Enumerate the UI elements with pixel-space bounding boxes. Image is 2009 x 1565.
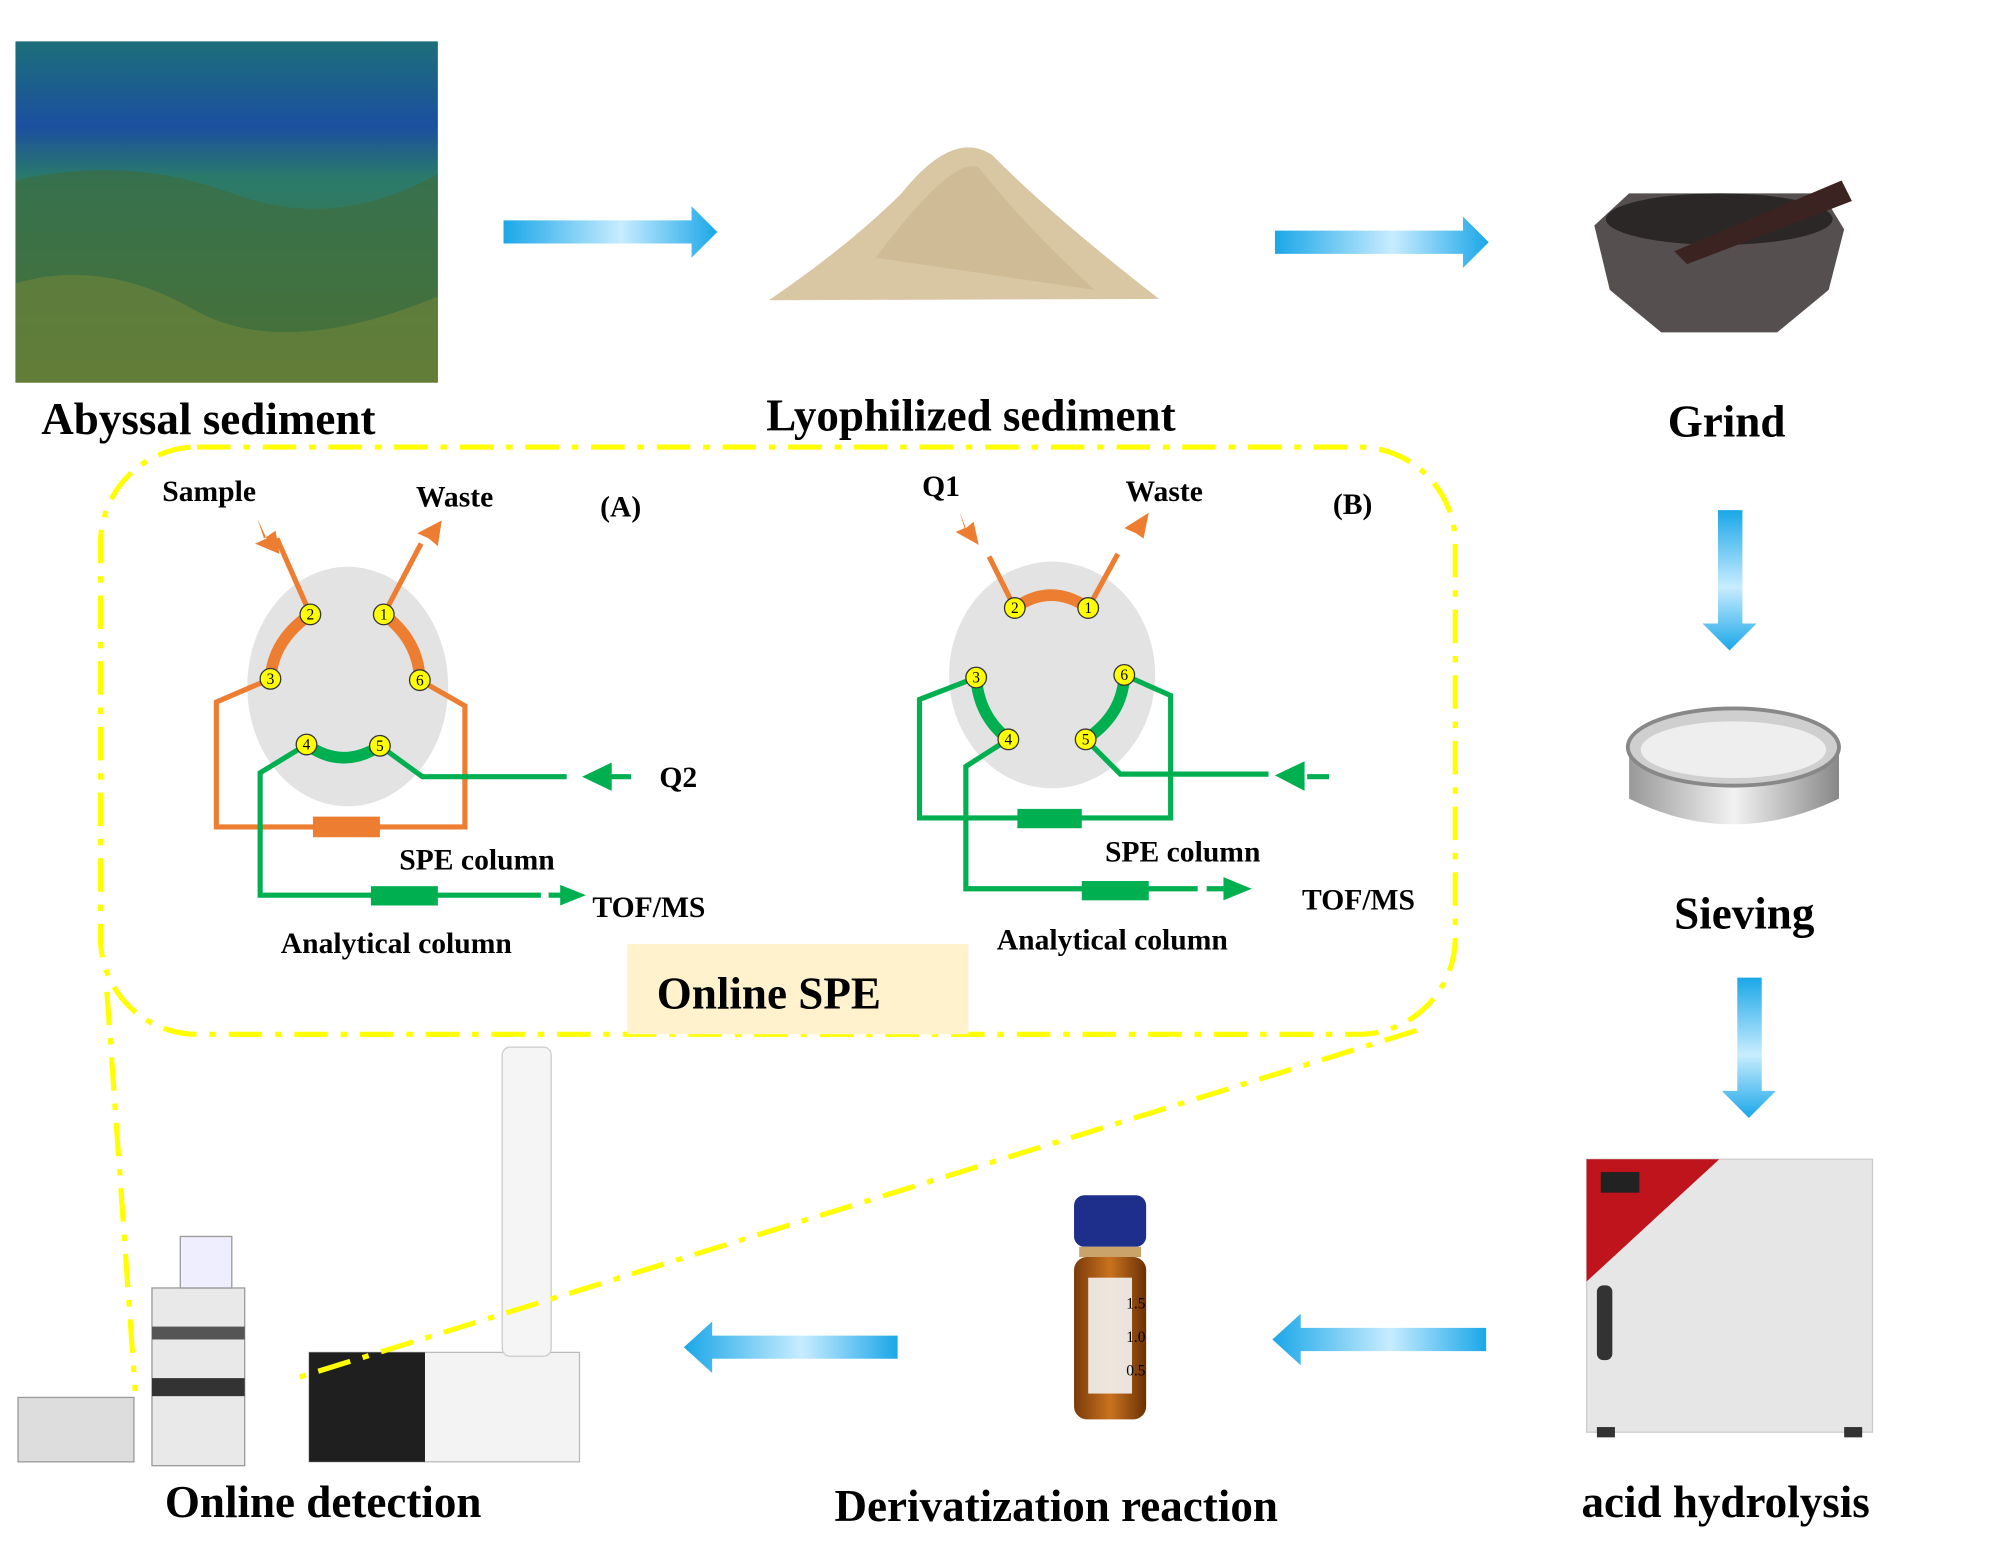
online-spe-label-bg [627, 944, 969, 1035]
q2-label: Q2 [659, 762, 697, 794]
panel-tag-b: (B) [1333, 489, 1372, 521]
lyophilized-sediment-label: Lyophilized sediment [766, 390, 1175, 440]
vial-mark: 0.5 [1126, 1363, 1146, 1380]
port-4: 4 [1005, 732, 1013, 749]
spe-column-label: SPE column [399, 844, 555, 876]
arrow-left [1272, 1313, 1487, 1366]
arrow-down [1702, 510, 1757, 651]
port-2: 2 [1011, 600, 1019, 617]
sieve-image [1625, 706, 1841, 825]
lc-ms-instrument-image [17, 1046, 581, 1467]
grind-label: Grind [1668, 397, 1786, 447]
valve-diagram-b: 1 2 3 4 5 6 Q1 Waste (B) SPE column TOF/… [916, 471, 1415, 956]
arrow-left [683, 1321, 898, 1373]
abyssal-sediment-label: Abyssal sediment [41, 394, 375, 444]
port-3: 3 [267, 671, 275, 688]
abyssal-sediment-photo [15, 41, 438, 383]
spe-column [1017, 808, 1082, 829]
vial-mark: 1.5 [1126, 1296, 1146, 1313]
sieving-label: Sieving [1674, 889, 1815, 939]
acid-hydrolysis-label: acid hydrolysis [1581, 1477, 1869, 1527]
port-5: 5 [376, 738, 384, 755]
sample-vial-image: 1.5 1.0 0.5 [1074, 1195, 1147, 1420]
vial-mark: 1.0 [1126, 1329, 1146, 1346]
online-detection-label: Online detection [165, 1477, 482, 1527]
port-1: 1 [380, 607, 388, 624]
oven-image [1585, 1158, 1874, 1438]
arrow-down [1721, 977, 1776, 1118]
analytical-column [1081, 881, 1149, 901]
waste-label: Waste [416, 481, 493, 513]
panel-tag-a: (A) [600, 492, 641, 524]
port-2: 2 [307, 607, 315, 624]
spe-column-label: SPE column [1105, 837, 1261, 869]
tofms-label: TOF/MS [1302, 884, 1415, 916]
port-6: 6 [416, 672, 424, 689]
q1-label: Q1 [922, 471, 960, 503]
arrow-right [1274, 216, 1489, 269]
port-5: 5 [1082, 732, 1090, 749]
port-1: 1 [1084, 600, 1092, 617]
port-4: 4 [303, 737, 311, 754]
waste-label: Waste [1126, 476, 1203, 508]
port-3: 3 [972, 670, 980, 687]
analytical-column-label: Analytical column [997, 924, 1229, 956]
derivatization-label: Derivatization reaction [835, 1481, 1278, 1531]
tofms-label: TOF/MS [592, 892, 705, 924]
port-6: 6 [1120, 667, 1128, 684]
spe-column [312, 816, 380, 838]
lyophilized-powder-image [768, 147, 1160, 301]
arrow-right [503, 206, 718, 258]
online-spe-title: Online SPE [657, 969, 881, 1019]
mortar-and-pestle-image [1594, 180, 1852, 333]
analytical-column-label: Analytical column [281, 928, 513, 960]
analytical-column [370, 886, 438, 906]
valve-diagram-a: 1 2 3 4 5 6 Sample Waste (A) Q2 SPE colu… [162, 476, 705, 960]
sample-label: Sample [162, 476, 256, 508]
